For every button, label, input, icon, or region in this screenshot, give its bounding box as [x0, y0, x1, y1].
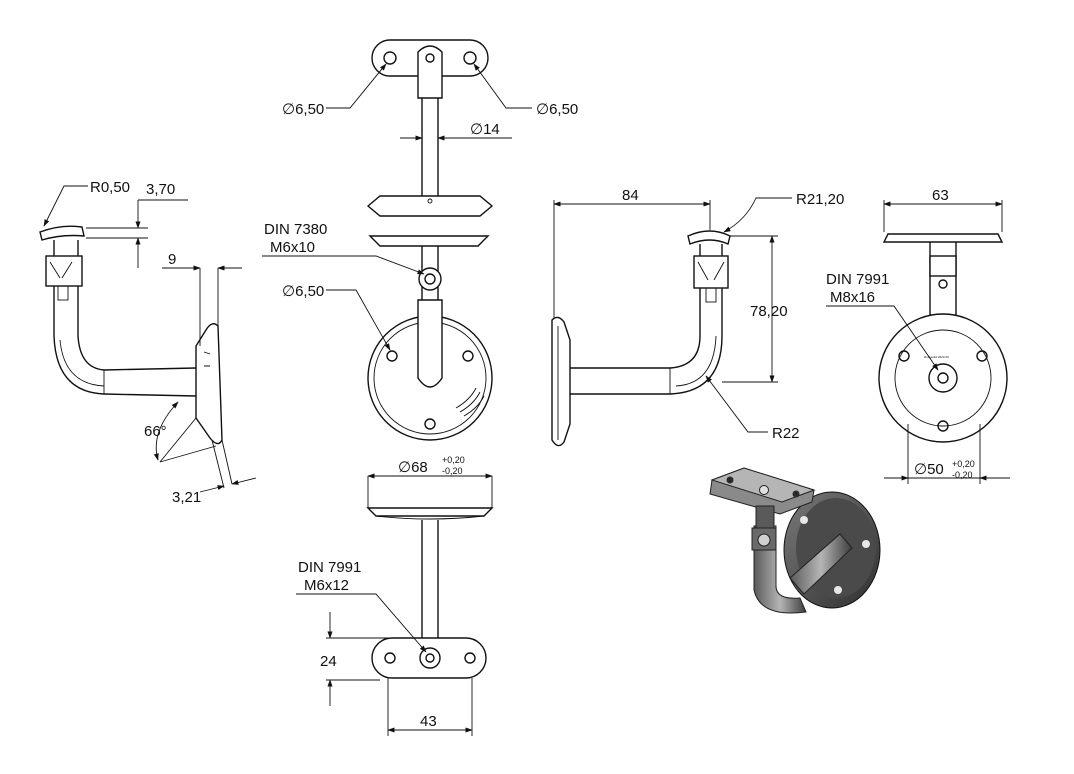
plate-thickness-label: 3,21: [172, 489, 201, 506]
screw-1-size-label: M6x10: [270, 239, 315, 256]
base-tol-minus: -0,20: [952, 470, 973, 480]
isometric-render: [709, 467, 881, 614]
screw-2-size-label: M6x12: [304, 577, 349, 594]
top-width-label: 63: [932, 187, 949, 204]
left-side-view: R0,50 3,70 9 66° 3,21: [39, 179, 257, 506]
length-label: 84: [622, 187, 639, 204]
base-tol-plus: +0,20: [952, 459, 975, 469]
base-hole-label: ∅6,50: [282, 283, 324, 300]
stamp-text: Rocksolid 2022-00: [924, 355, 949, 359]
height-label: 78,20: [750, 303, 788, 320]
saddle-width-label: 43: [420, 713, 437, 730]
radius-small-label: R0,50: [90, 179, 130, 196]
center-top-view: ∅6,50 ∅6,50 ∅14 DIN 7380 M6x10 ∅6,50: [262, 39, 578, 441]
screw-1-label: DIN 7380: [264, 221, 327, 238]
top-hole-right-label: ∅6,50: [536, 101, 578, 118]
saddle-height-label: 24: [320, 653, 337, 670]
plate-tol-minus: -0,20: [442, 466, 463, 476]
center-bottom-view: ∅68 +0,20 -0,20 DIN 7991 M6x12 24 43: [296, 455, 494, 736]
far-right-view: 63 Rocksolid 2022-00 DIN 7991 M8x16 ∅50 …: [826, 187, 1010, 484]
screw-3-size-label: M8x16: [830, 289, 875, 306]
screw-3-label: DIN 7991: [826, 271, 889, 288]
screw-2-label: DIN 7991: [298, 559, 361, 576]
rod-dia-label: ∅14: [470, 121, 500, 138]
base-dia-label: ∅50: [914, 461, 944, 478]
radius-bend-label: R22: [772, 425, 800, 442]
plate-tol-plus: +0,20: [442, 455, 465, 465]
radius-saddle-label: R21,20: [796, 191, 844, 208]
right-side-view: 84 R21,20 78,20 R22: [551, 187, 844, 447]
saddle-depth-label: 3,70: [146, 181, 175, 198]
angle-label: 66°: [144, 423, 167, 440]
plate-dia-label: ∅68: [398, 459, 428, 476]
top-hole-left-label: ∅6,50: [282, 101, 324, 118]
offset-label: 9: [168, 251, 176, 268]
